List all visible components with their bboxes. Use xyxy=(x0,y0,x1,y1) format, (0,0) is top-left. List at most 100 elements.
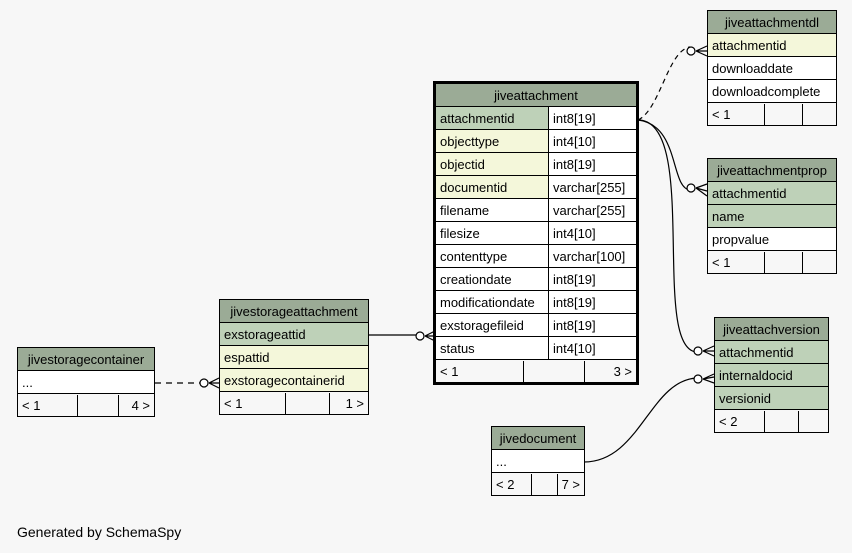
column-name: attachmentid xyxy=(435,106,549,130)
edge-attachmentdl-attachment xyxy=(637,46,691,121)
footer-parents-count: < 1 xyxy=(708,251,765,273)
column-name: exstoragefileid xyxy=(435,313,549,337)
table-row[interactable]: propvalue xyxy=(707,227,837,251)
column-name: contenttype xyxy=(435,244,549,268)
column-type: int8[19] xyxy=(548,267,637,291)
column-type: int8[19] xyxy=(548,290,637,314)
table-row[interactable]: ... xyxy=(17,370,155,394)
footer-spacer xyxy=(764,251,803,273)
table-row[interactable]: internaldocid xyxy=(714,363,829,387)
crowfoot-circle-storageattachment xyxy=(199,378,209,388)
table-row[interactable]: downloaddate xyxy=(707,56,837,80)
column-name: filesize xyxy=(435,221,549,245)
column-type: int4[10] xyxy=(548,221,637,245)
footer-spacer xyxy=(764,103,803,125)
footer-parents-count: < 1 xyxy=(708,103,765,125)
footer-parents-count: < 2 xyxy=(715,410,765,432)
table-row[interactable]: espattid xyxy=(219,345,369,369)
generated-by-label: Generated by SchemaSpy xyxy=(17,524,182,540)
table-row[interactable]: ... xyxy=(491,449,585,473)
footer-spacer xyxy=(285,392,330,414)
footer-spacer xyxy=(77,394,119,416)
column-name: filename xyxy=(435,198,549,222)
footer-spacer xyxy=(523,360,585,382)
table-title[interactable]: jiveattachment xyxy=(435,83,637,107)
footer-children-count xyxy=(797,410,828,432)
crowfoot-circle-attachversion-2 xyxy=(693,374,703,384)
footer-children-count xyxy=(801,251,836,273)
column-name: objecttype xyxy=(435,129,549,153)
table-title[interactable]: jivestoragecontainer xyxy=(17,347,155,371)
footer-children-count: 1 > xyxy=(328,392,368,414)
footer-parents-count: < 1 xyxy=(18,394,78,416)
column-type: int4[10] xyxy=(548,129,637,153)
table-row[interactable]: attachmentid xyxy=(707,33,837,57)
crowfoot-storageattachment xyxy=(208,377,220,389)
column-type: int4[10] xyxy=(548,336,637,360)
table-title[interactable]: jiveattachmentdl xyxy=(707,10,837,34)
column-type: int8[19] xyxy=(548,106,637,130)
column-name: exstoragecontainerid xyxy=(219,368,369,392)
table-row[interactable]: exstorageattid xyxy=(219,322,369,346)
column-type: int8[19] xyxy=(548,152,637,176)
footer-children-count: 3 > xyxy=(583,360,636,382)
table-row[interactable]: name xyxy=(707,204,837,228)
edge-attachversion-attachment xyxy=(637,119,698,353)
column-name: status xyxy=(435,336,549,360)
column-type: varchar[100] xyxy=(548,244,637,268)
table-row[interactable]: versionid xyxy=(714,386,829,410)
crowfoot-attachversion-2 xyxy=(702,373,715,384)
column-type: varchar[255] xyxy=(548,175,637,199)
column-name: attachmentid xyxy=(707,181,837,205)
table-row[interactable]: attachmentid xyxy=(714,340,829,364)
column-type: varchar[255] xyxy=(548,198,637,222)
column-name: modificationdate xyxy=(435,290,549,314)
crowfoot-attachmentprop xyxy=(695,183,708,197)
column-name: internaldocid xyxy=(714,363,829,387)
table-title[interactable]: jivedocument xyxy=(491,426,585,450)
table-title[interactable]: jivestorageattachment xyxy=(219,299,369,323)
table-row[interactable]: exstoragecontainerid xyxy=(219,368,369,392)
column-name: creationdate xyxy=(435,267,549,291)
column-name: documentid xyxy=(435,175,549,199)
crowfoot-attachversion-1 xyxy=(702,345,715,357)
column-name: name xyxy=(707,204,837,228)
column-name: propvalue xyxy=(707,227,837,251)
footer-parents-count: < 1 xyxy=(220,392,286,414)
table-row[interactable]: downloadcomplete xyxy=(707,79,837,103)
footer-children-count: 4 > xyxy=(117,394,154,416)
crowfoot-circle-attachmentdl xyxy=(686,46,696,56)
column-name: ... xyxy=(17,370,155,394)
column-name: objectid xyxy=(435,152,549,176)
crowfoot-circle-attachmentprop xyxy=(686,183,696,193)
footer-spacer xyxy=(764,410,799,432)
edge-attachversion-document xyxy=(583,377,698,463)
column-name: attachmentid xyxy=(707,33,837,57)
crowfoot-attachment xyxy=(424,330,436,342)
table-title[interactable]: jiveattachmentprop xyxy=(707,158,837,182)
table-title[interactable]: jiveattachversion xyxy=(714,317,829,341)
table-jivestoragecontainer[interactable]: jivestoragecontainer...< 1 4 > xyxy=(17,347,155,417)
column-type: int8[19] xyxy=(548,313,637,337)
edge-attachmentprop-attachment xyxy=(637,119,691,191)
column-name: ... xyxy=(491,449,585,473)
table-row[interactable]: attachmentid xyxy=(707,181,837,205)
